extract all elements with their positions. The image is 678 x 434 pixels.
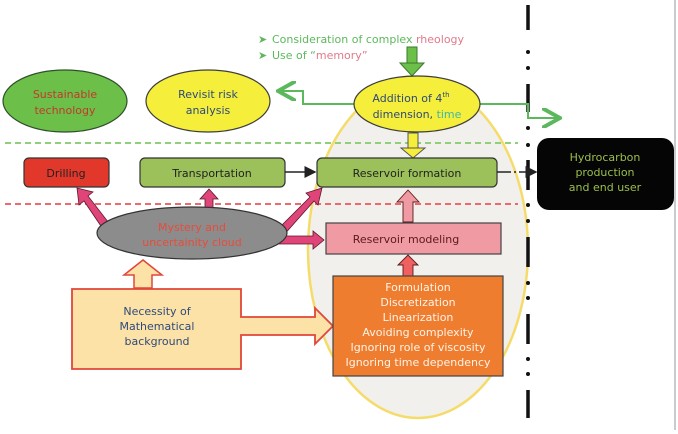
arrow-cloud-to-modeling-icon xyxy=(277,230,325,250)
svg-text:background: background xyxy=(124,335,189,348)
formulation-item: Ignoring time dependency xyxy=(345,356,491,369)
bullet-icon: ➤ xyxy=(258,33,267,46)
formulation-item: Discretization xyxy=(380,296,455,309)
svg-text:dimension, time: dimension, time xyxy=(373,108,462,121)
formulation-item: Ignoring role of viscosity xyxy=(350,341,486,354)
node-formulation-list: Formulation Discretization Linearization… xyxy=(332,275,504,377)
node-revisit-risk-analysis: Revisit risk analysis xyxy=(145,69,271,133)
bullet-icon: ➤ xyxy=(258,49,267,62)
boundary-line xyxy=(526,5,530,418)
node-transportation: Transportation xyxy=(139,157,286,188)
formulation-item: Formulation xyxy=(385,281,451,294)
svg-text:Hydrocarbon: Hydrocarbon xyxy=(570,151,641,164)
svg-text:Sustainable: Sustainable xyxy=(33,88,98,101)
bullet-rheology: Consideration of complex rheology xyxy=(272,33,465,46)
arrow-formulation-to-modeling-icon xyxy=(396,254,420,277)
svg-text:Mathematical: Mathematical xyxy=(120,320,195,333)
node-drilling: Drilling xyxy=(23,157,110,188)
svg-text:Transportation: Transportation xyxy=(171,167,251,180)
formulation-item: Linearization xyxy=(383,311,454,324)
svg-text:uncertainity cloud: uncertainity cloud xyxy=(142,236,242,249)
node-sustainable-technology: Sustainable technology xyxy=(2,69,128,133)
node-reservoir-modeling: Reservoir modeling xyxy=(325,222,502,255)
svg-text:Addition of 4th: Addition of 4th xyxy=(372,91,449,105)
svg-text:Revisit risk: Revisit risk xyxy=(178,88,238,101)
arrow-necessity-to-cloud-icon xyxy=(121,259,165,289)
svg-text:and end user: and end user xyxy=(569,181,642,194)
node-necessity-math-background: Necessity of Mathematical background xyxy=(71,288,335,370)
connector-to-right xyxy=(480,103,558,118)
node-reservoir-formation: Reservoir formation xyxy=(316,157,498,188)
arrow-down-green-icon xyxy=(398,46,426,77)
connector-to-revisit xyxy=(280,91,354,105)
node-addition-4th-dimension: Addition of 4th dimension, time xyxy=(353,75,481,133)
svg-text:Mystery and: Mystery and xyxy=(158,221,226,234)
svg-text:Necessity of: Necessity of xyxy=(123,305,191,318)
arrow-modeling-to-formation-icon xyxy=(395,189,421,223)
node-hydrocarbon-production: Hydrocarbon production and end user xyxy=(537,138,674,210)
svg-text:technology: technology xyxy=(34,104,96,117)
node-mystery-cloud: Mystery and uncertainity cloud xyxy=(96,206,288,260)
formulation-item: Avoiding complexity xyxy=(362,326,474,339)
arrow-down-yellow-icon xyxy=(399,132,427,159)
svg-text:production: production xyxy=(575,166,634,179)
bullet-memory: Use of “memory” xyxy=(272,49,368,62)
bullet-list: ➤ Consideration of complex rheology ➤ Us… xyxy=(258,33,465,62)
svg-text:Reservoir modeling: Reservoir modeling xyxy=(353,233,460,246)
svg-text:Reservoir formation: Reservoir formation xyxy=(353,167,462,180)
svg-text:analysis: analysis xyxy=(186,104,231,117)
svg-text:Drilling: Drilling xyxy=(46,167,85,180)
